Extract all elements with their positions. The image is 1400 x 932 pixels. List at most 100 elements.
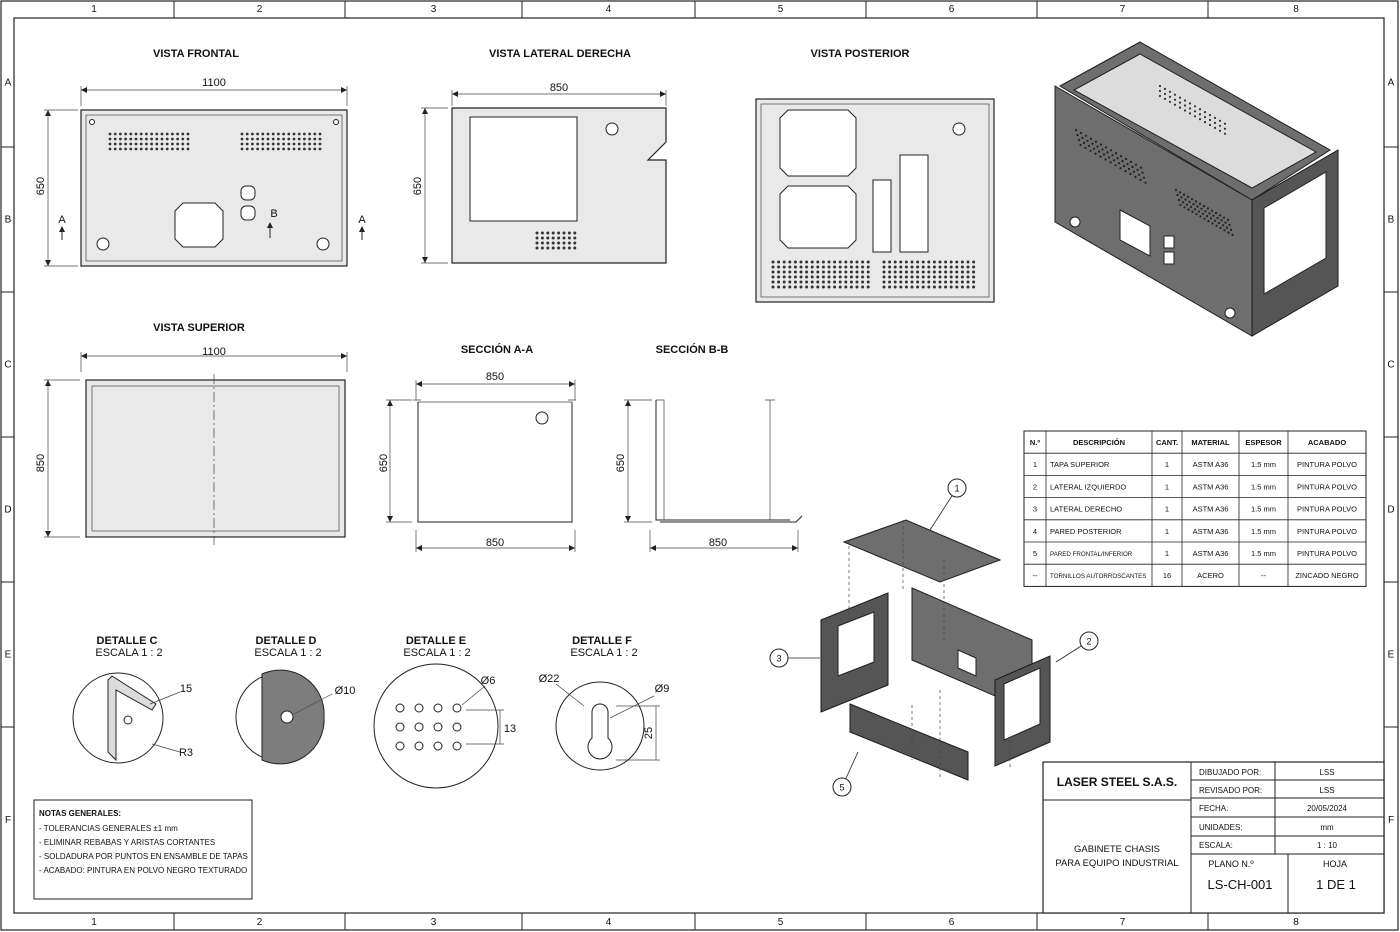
detail-dim: Ø22 <box>539 673 560 685</box>
dim-width-bottom: 850 <box>486 537 504 549</box>
detail-dim: 13 <box>504 723 516 735</box>
bom-cell: -- <box>1033 571 1038 580</box>
slot-left <box>872 179 892 253</box>
iso-top-opening <box>1072 53 1318 189</box>
detail-title: DETALLE D <box>256 635 317 647</box>
zone-column-label: 7 <box>1120 4 1126 15</box>
bom-cell: ZINCADO NEGRO <box>1295 571 1359 580</box>
bom-cell: 4 <box>1033 527 1037 536</box>
vent-hole <box>452 722 462 732</box>
balloon <box>947 478 967 498</box>
zone-row-label: B <box>1388 215 1395 226</box>
vent-hole <box>433 722 443 732</box>
zone-column-label: 3 <box>431 4 437 15</box>
zone-column-label: 6 <box>949 917 955 928</box>
detail-e: DETALLE E ESCALA 1 : 2 Ø6 13 <box>373 635 516 789</box>
fan-cutout-top <box>779 109 857 177</box>
zone-column-label: 4 <box>606 4 612 15</box>
vent-hole <box>452 703 462 713</box>
vent-hole <box>414 703 424 713</box>
bom-cell: 1 <box>1165 505 1169 514</box>
slot-right <box>899 154 929 253</box>
bom-cell: ASTM A36 <box>1193 549 1229 558</box>
vent-pattern <box>535 231 577 250</box>
bom-header: N.º <box>1030 438 1041 447</box>
balloon-label: 5 <box>839 783 844 793</box>
balloon-label: 2 <box>1086 637 1091 647</box>
view-superior: VISTA SUPERIOR 1100 850 <box>35 322 348 545</box>
dim-height: 850 <box>35 454 47 472</box>
bom-cell: 1.5 mm <box>1251 460 1276 469</box>
detail-dim: 25 <box>643 727 655 739</box>
zone-column-label: 1 <box>91 917 97 928</box>
bom-cell: PINTURA POLVO <box>1297 505 1357 514</box>
bom-cell: 1 <box>1165 549 1169 558</box>
isometric-view <box>1054 41 1339 337</box>
zone-row-label: C <box>4 360 11 371</box>
drawing-description: PARA EQUIPO INDUSTRIAL <box>1055 858 1178 869</box>
exp-front-lower <box>849 703 969 781</box>
bom-cell: 16 <box>1163 571 1171 580</box>
detail-dim: 15 <box>180 683 192 695</box>
detail-dim: Ø9 <box>655 683 670 695</box>
view-title: VISTA FRONTAL <box>153 48 239 60</box>
zone-column-label: 4 <box>606 917 612 928</box>
detail-scale: ESCALA 1 : 2 <box>254 647 321 659</box>
dim-width-bottom: 850 <box>709 537 727 549</box>
zone-column-label: 2 <box>257 917 263 928</box>
detail-dim: R3 <box>179 747 193 759</box>
zone-row-label: E <box>1388 650 1395 661</box>
zone-column-label: 1 <box>91 4 97 15</box>
detail-f: DETALLE F ESCALA 1 : 2 Ø22 Ø9 25 <box>539 635 670 771</box>
detail-d: DETALLE D ESCALA 1 : 2 Ø10 <box>235 635 355 765</box>
panel-cutout <box>174 202 224 248</box>
vent-hole <box>414 741 424 751</box>
revised-label: REVISADO POR: <box>1199 786 1262 795</box>
zone-row-label: F <box>1388 815 1394 826</box>
bom-cell: TAPA SUPERIOR <box>1050 460 1110 469</box>
view-title: VISTA POSTERIOR <box>810 48 909 60</box>
sheet-number: 1 DE 1 <box>1316 877 1356 892</box>
dim-height: 650 <box>378 454 390 472</box>
bom-header: ESPESOR <box>1245 438 1282 447</box>
vent-pattern-left <box>108 132 190 151</box>
general-notes: NOTAS GENERALES: - TOLERANCIAS GENERALES… <box>33 799 253 900</box>
dim-width: 1100 <box>202 346 226 358</box>
drawing-description: GABINETE CHASIS <box>1074 844 1160 855</box>
bom-cell: 3 <box>1033 505 1037 514</box>
units-label: UNIDADES: <box>1199 823 1243 832</box>
scale-label: ESCALA: <box>1199 841 1233 850</box>
detail-title: DETALLE E <box>406 635 466 647</box>
detail-dim: Ø6 <box>481 675 496 687</box>
zone-column-label: 8 <box>1293 917 1299 928</box>
inner-border <box>13 17 1385 914</box>
bom-cell: PINTURA POLVO <box>1297 460 1357 469</box>
zone-row-label: F <box>5 815 11 826</box>
zone-column-label: 8 <box>1293 4 1299 15</box>
plan-label: PLANO N.º <box>1208 859 1254 869</box>
dim-width: 850 <box>550 82 568 94</box>
bom-cell: PINTURA POLVO <box>1297 482 1357 491</box>
bom-cell: LATERAL IZQUIERDO <box>1050 482 1126 491</box>
dim-height: 650 <box>412 177 424 195</box>
bom-cell: 5 <box>1033 549 1037 558</box>
detail-scale: ESCALA 1 : 2 <box>95 647 162 659</box>
detail-title: DETALLE C <box>97 635 158 647</box>
bom-cell: 1.5 mm <box>1251 527 1276 536</box>
detail-scale: ESCALA 1 : 2 <box>403 647 470 659</box>
vent-hole <box>433 741 443 751</box>
drawn-value: LSS <box>1319 768 1334 777</box>
zone-row-label: D <box>1387 505 1394 516</box>
units-value: mm <box>1320 823 1334 832</box>
detail-title: DETALLE F <box>572 635 632 647</box>
title-block: LASER STEEL S.A.S. DIBUJADO POR: LSS REV… <box>1042 761 1385 914</box>
view-lateral-derecha: VISTA LATERAL DERECHA 850 650 <box>412 48 667 264</box>
bom-cell: ASTM A36 <box>1193 527 1229 536</box>
zone-column-label: 3 <box>431 917 437 928</box>
iso-cutout <box>1119 209 1151 257</box>
notes-title: NOTAS GENERALES: <box>39 809 121 818</box>
